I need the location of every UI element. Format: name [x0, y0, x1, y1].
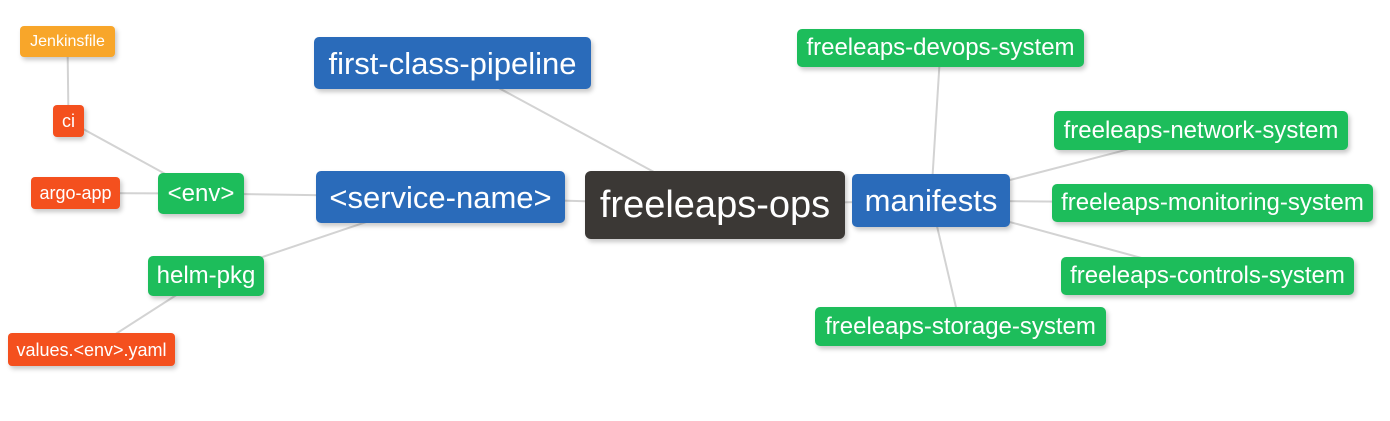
node-values-env-yaml[interactable]: values.<env>.yaml: [8, 333, 175, 366]
node-label-argo-app: argo-app: [39, 183, 112, 203]
node-helm-pkg[interactable]: helm-pkg: [148, 256, 264, 296]
node-freeleaps-devops-system[interactable]: freeleaps-devops-system: [797, 29, 1084, 67]
node-label-env: <env>: [167, 179, 235, 207]
node-label-freeleaps-ops: freeleaps-ops: [599, 184, 831, 226]
node-argo-app[interactable]: argo-app: [31, 177, 120, 209]
node-label-manifests: manifests: [864, 183, 998, 218]
node-label-helm-pkg: helm-pkg: [156, 262, 256, 289]
node-freeleaps-network-system[interactable]: freeleaps-network-system: [1054, 111, 1348, 150]
node-jenkinsfile[interactable]: Jenkinsfile: [20, 26, 115, 57]
node-env[interactable]: <env>: [158, 173, 244, 214]
node-label-jenkinsfile: Jenkinsfile: [30, 32, 105, 50]
node-ci[interactable]: ci: [53, 105, 84, 137]
node-label-freeleaps-devops-system: freeleaps-devops-system: [806, 34, 1075, 61]
node-freeleaps-controls-system[interactable]: freeleaps-controls-system: [1061, 257, 1354, 295]
node-label-values-env-yaml: values.<env>.yaml: [16, 339, 167, 360]
node-label-freeleaps-monitoring-system: freeleaps-monitoring-system: [1061, 189, 1364, 216]
node-label-freeleaps-controls-system: freeleaps-controls-system: [1070, 262, 1345, 289]
node-label-ci: ci: [62, 111, 75, 131]
node-label-service-name: <service-name>: [329, 179, 552, 215]
node-first-class-pipeline[interactable]: first-class-pipeline: [314, 37, 591, 89]
node-label-first-class-pipeline: first-class-pipeline: [328, 45, 577, 81]
node-label-freeleaps-storage-system: freeleaps-storage-system: [825, 312, 1096, 340]
node-freeleaps-monitoring-system[interactable]: freeleaps-monitoring-system: [1052, 184, 1373, 222]
node-freeleaps-ops[interactable]: freeleaps-ops: [585, 171, 845, 239]
node-service-name[interactable]: <service-name>: [316, 171, 565, 223]
node-freeleaps-storage-system[interactable]: freeleaps-storage-system: [815, 307, 1106, 346]
node-label-freeleaps-network-system: freeleaps-network-system: [1063, 116, 1339, 144]
node-manifests[interactable]: manifests: [852, 174, 1010, 227]
